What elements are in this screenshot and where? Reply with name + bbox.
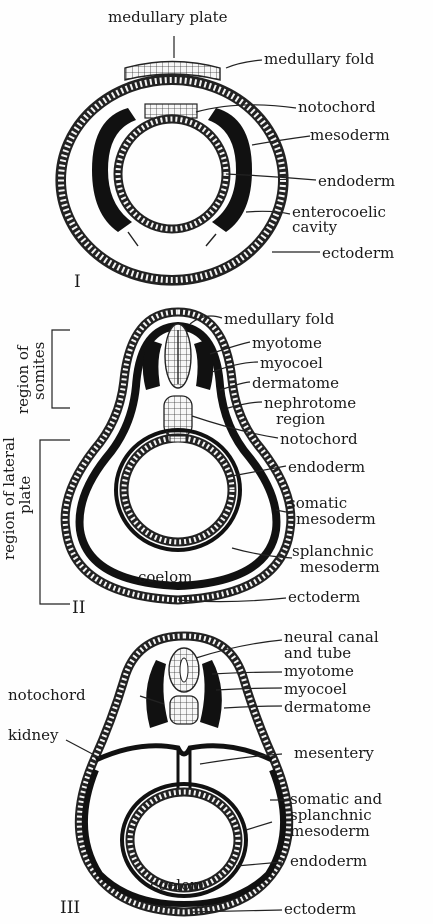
label-medullary-plate: medullary plate [108,10,228,25]
label-somatic-and: somatic and [290,792,382,807]
label-dermatome-3: dermatome [284,700,371,715]
label-coelom-3: coelom [150,876,204,894]
label-endoderm-3: endoderm [290,854,367,869]
label-medullary-fold-1: medullary fold [264,52,374,67]
label-region: region [276,412,325,427]
label-splanchnic-3: splanchnic [290,808,372,823]
panel-3-numeral: III [60,898,80,918]
label-region-of-somites-2: somites [32,342,47,400]
label-myocoel-2: myocoel [260,356,323,371]
panel-2-splanchnic-mesoderm [116,430,240,550]
label-myotome-3: myotome [284,664,354,679]
panel-1-numeral: I [74,272,81,292]
panel-1-endoderm [118,119,226,229]
label-cavity: cavity [292,220,337,235]
label-somatic: somatic [288,496,347,511]
label-notochord-2: notochord [280,432,358,447]
label-and-tube: and tube [284,646,351,661]
label-region-of-somites-1: region of [16,346,31,415]
panel-2-diagram [40,312,292,604]
label-mesoderm-1: mesoderm [310,128,390,143]
label-dermatome-2: dermatome [252,376,339,391]
label-endoderm-1: endoderm [318,174,395,189]
label-myotome-2: myotome [252,336,322,351]
label-notochord-1: notochord [298,100,376,115]
label-coelom-2: coelom [138,568,192,586]
label-notochord-3: notochord [8,688,86,703]
label-somatic-mesoderm: mesoderm [296,512,376,527]
label-splanchnic-2: splanchnic [292,544,374,559]
label-ectoderm-3: ectoderm [284,902,356,917]
label-neural-canal: neural canal [284,630,379,645]
panel-1-diagram [56,36,320,285]
label-ectoderm-2: ectoderm [288,590,360,605]
panel-2-numeral: II [72,598,85,618]
label-splanchnic-mesoderm: mesoderm [300,560,380,575]
label-nephrotome: nephrotome [264,396,356,411]
label-mesoderm-3: mesoderm [290,824,370,839]
panel-3-notochord [170,696,198,724]
label-myocoel-3: myocoel [284,682,347,697]
panel-3-diagram [66,636,289,912]
label-medullary-fold-2: medullary fold [224,312,334,327]
label-mesentery: mesentery [294,746,374,761]
label-region-of-lateral-2: plate [18,476,33,514]
label-ectoderm-1: ectoderm [322,246,394,261]
label-kidney: kidney [8,728,59,743]
label-region-of-lateral-1: region of lateral [2,437,17,560]
label-endoderm-2: endoderm [288,460,365,475]
